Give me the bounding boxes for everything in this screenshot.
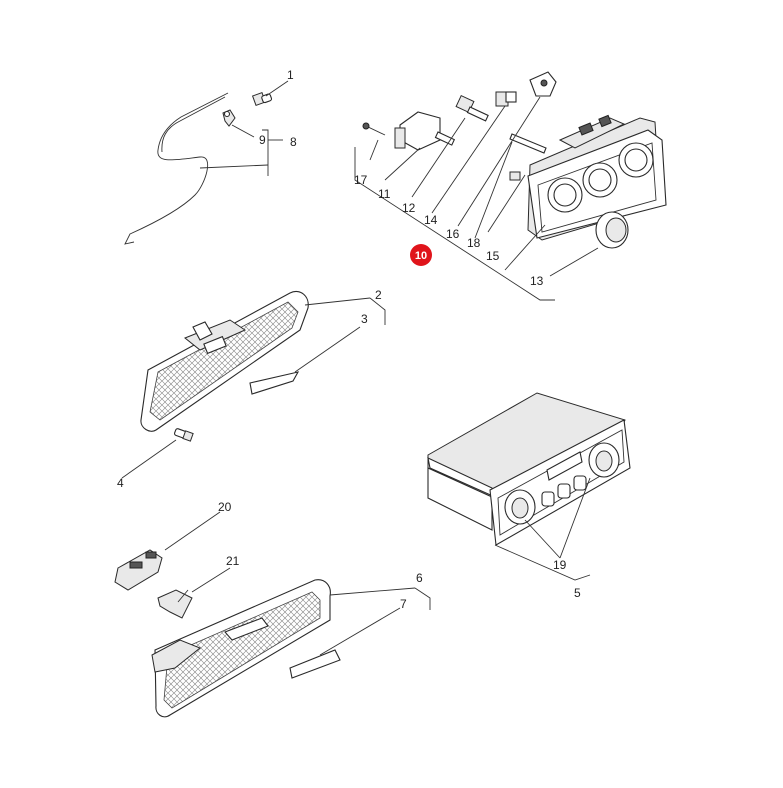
bolt-4 bbox=[174, 428, 194, 442]
callout-6[interactable]: 6 bbox=[416, 571, 423, 585]
bracket-16 bbox=[529, 71, 557, 97]
callout-19[interactable]: 19 bbox=[553, 558, 567, 572]
latch-20 bbox=[114, 549, 163, 591]
screw-17 bbox=[362, 122, 386, 136]
callout-20[interactable]: 20 bbox=[218, 500, 232, 514]
pin-18 bbox=[509, 133, 547, 154]
callout-14[interactable]: 14 bbox=[424, 213, 438, 227]
callout-1[interactable]: 1 bbox=[287, 68, 294, 82]
label-7 bbox=[289, 649, 341, 679]
glovebox-panel-6 bbox=[151, 579, 331, 718]
knob-13 bbox=[595, 211, 629, 249]
switch-11 bbox=[394, 111, 456, 151]
label-3 bbox=[249, 371, 300, 395]
callout-21[interactable]: 21 bbox=[226, 554, 240, 568]
callout-12[interactable]: 12 bbox=[402, 201, 416, 215]
clip-9 bbox=[222, 109, 236, 127]
callout-10-marker bbox=[410, 244, 432, 266]
sensor-12 bbox=[455, 94, 489, 122]
lamp-15 bbox=[509, 171, 521, 181]
callout-9[interactable]: 9 bbox=[259, 133, 266, 147]
callout-4[interactable]: 4 bbox=[117, 476, 124, 490]
callout-5[interactable]: 5 bbox=[574, 586, 581, 600]
leader-lines bbox=[121, 80, 599, 656]
sensor-14 bbox=[495, 91, 517, 107]
glovebox-panel-2 bbox=[140, 290, 309, 432]
callout-10[interactable]: 10 bbox=[415, 250, 427, 262]
callouts: 1 2 3 4 5 6 7 8 9 11 12 13 14 15 16 17 1… bbox=[117, 68, 581, 611]
callout-18[interactable]: 18 bbox=[467, 236, 481, 250]
control-head-assembly bbox=[527, 114, 667, 241]
callout-17[interactable]: 17 bbox=[354, 173, 368, 187]
callout-3[interactable]: 3 bbox=[361, 312, 368, 326]
callout-13[interactable]: 13 bbox=[530, 274, 544, 288]
callout-15[interactable]: 15 bbox=[486, 249, 500, 263]
cable-assembly bbox=[124, 92, 229, 245]
hinge-21 bbox=[157, 589, 193, 619]
heater-control-unit-5 bbox=[427, 392, 631, 546]
callout-11[interactable]: 11 bbox=[378, 187, 391, 201]
callout-16[interactable]: 16 bbox=[446, 227, 460, 241]
bolt-1 bbox=[251, 91, 273, 107]
callout-2[interactable]: 2 bbox=[375, 288, 382, 302]
callout-8[interactable]: 8 bbox=[290, 135, 297, 149]
callout-7[interactable]: 7 bbox=[400, 597, 407, 611]
